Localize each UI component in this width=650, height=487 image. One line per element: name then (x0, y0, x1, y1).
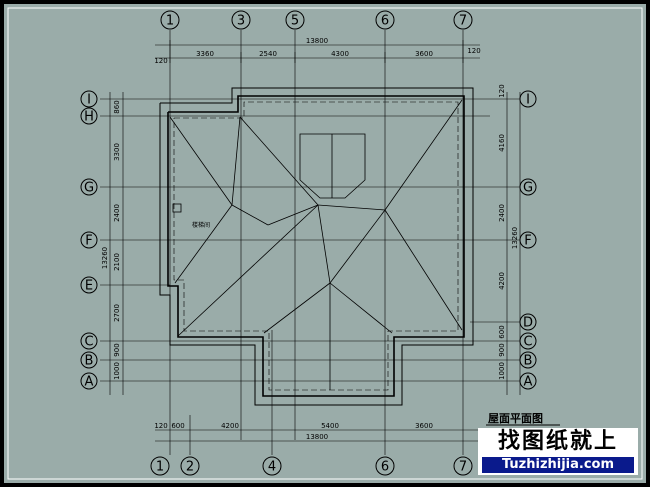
dim-bottom-total: 13800 (306, 433, 328, 441)
axis-bubbles-bottom: 1 2 4 6 7 (150, 456, 473, 476)
dim-top-seg-3: 4300 (331, 50, 349, 58)
axis-bubbles-left: I H G F E C B A (80, 90, 98, 390)
dim-left-total: 13260 (101, 247, 109, 269)
dim-left-seg-4: 2100 (113, 253, 121, 271)
axis-top-4: 6 (381, 14, 389, 29)
axis-left-4: F (85, 234, 92, 249)
dimension-lines-left (109, 92, 124, 395)
dim-bottom-seg-2: 5400 (321, 422, 339, 430)
room-label: 楼梯间 (192, 221, 210, 229)
dim-right-seg-1: 4160 (498, 134, 506, 152)
dim-left-seg-1: 860 (113, 100, 121, 113)
dim-right-seg-4: 600 (498, 325, 506, 338)
axis-top-1: 1 (166, 14, 174, 29)
axis-right-5: C (523, 335, 532, 350)
axis-bubbles-top: 1 3 5 6 7 (160, 10, 473, 30)
dims-left-text: 860 3300 2400 2100 2700 900 1000 13260 (101, 100, 121, 380)
axis-left-8: A (85, 375, 94, 390)
dimension-lines-top (155, 40, 480, 63)
room-marker (172, 203, 182, 213)
dim-left-seg-2: 3300 (113, 143, 121, 161)
axis-left-1: I (87, 93, 91, 108)
axis-top-2: 3 (237, 14, 245, 29)
dim-top-seg-4: 3600 (415, 50, 433, 58)
dim-left-seg-5: 2700 (113, 304, 121, 322)
roof-ridges (169, 99, 463, 390)
axis-bubbles-right: I G F D C B A (519, 90, 537, 390)
dim-right-seg-5: 900 (498, 343, 506, 356)
axis-bottom-5: 7 (459, 460, 467, 475)
dimension-lines-bottom (155, 429, 480, 442)
axis-right-1: I (526, 93, 530, 108)
dim-top-seg-2: 2540 (259, 50, 277, 58)
inner-frame (7, 7, 643, 480)
dim-right-seg-3: 4200 (498, 272, 506, 290)
watermark-logo: 找图纸就上 Tuzhizhijia.com (478, 428, 638, 475)
dim-right-seg-2: 2400 (498, 204, 506, 222)
dim-left-seg-6: 900 (113, 343, 121, 356)
axis-right-3: F (524, 234, 531, 249)
axis-bottom-3: 4 (268, 460, 276, 475)
axis-right-7: A (524, 375, 533, 390)
watermark-brand-cn: 找图纸就上 (497, 429, 618, 454)
dimension-lines-right (506, 92, 521, 395)
skylight-outline (299, 133, 366, 199)
drawing-title: 屋面平面图 (488, 412, 543, 425)
axis-left-3: G (84, 181, 94, 196)
dim-top-edge-left: 120 (154, 57, 167, 65)
axis-left-7: B (85, 354, 94, 369)
dim-top-edge-right: 120 (467, 47, 480, 55)
axis-right-6: B (524, 354, 533, 369)
dim-right-edge-top: 120 (498, 84, 506, 97)
dim-bottom-seg-1: 4200 (221, 422, 239, 430)
dim-top-seg-1: 3360 (196, 50, 214, 58)
roof-outline (159, 87, 474, 406)
dims-right-text: 120 4160 2400 4200 600 900 1000 13260 (498, 84, 519, 380)
axis-top-3: 5 (291, 14, 299, 29)
dim-left-seg-7: 1000 (113, 362, 121, 380)
axis-right-4: D (523, 316, 533, 331)
axis-bottom-4: 6 (381, 460, 389, 475)
dim-right-total: 13260 (511, 227, 519, 249)
dims-bottom-text: 120 600 4200 5400 3600 13800 (154, 422, 433, 441)
dim-left-seg-3: 2400 (113, 204, 121, 222)
axis-bottom-1: 1 (156, 460, 164, 475)
axis-right-2: G (523, 181, 533, 196)
axis-top-5: 7 (459, 14, 467, 29)
watermark-brand-url: Tuzhizhijia.com (482, 457, 634, 473)
dim-right-seg-6: 1000 (498, 362, 506, 380)
dim-bottom-seg-3: 3600 (415, 422, 433, 430)
dim-bottom-edge-second: 600 (171, 422, 184, 430)
dims-top-text: 13800 3360 2540 4300 3600 120 120 (154, 37, 480, 65)
axis-left-5: E (85, 279, 93, 294)
axis-bottom-2: 2 (186, 460, 194, 475)
dim-top-total: 13800 (306, 37, 328, 45)
axis-left-2: H (84, 110, 94, 125)
drawing-sheet (4, 4, 646, 483)
dim-bottom-edge-left: 120 (154, 422, 167, 430)
axis-left-6: C (84, 335, 93, 350)
